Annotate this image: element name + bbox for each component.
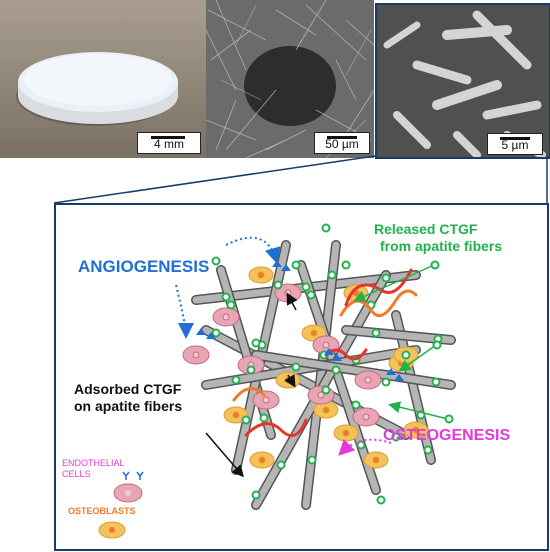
scale-label: 4 mm (154, 137, 184, 151)
receptor-icon (122, 471, 130, 480)
photo-apatite-disc: 4 mm (0, 0, 206, 158)
adsorbed-arrows (205, 292, 298, 478)
growth-factor-triangles (196, 260, 404, 381)
scale-bar-4mm: 4 mm (137, 132, 201, 154)
diagram-artwork (98, 223, 456, 539)
scale-bar-5um: 5 µm (487, 133, 543, 155)
scale-bar-50um: 50 µm (314, 132, 370, 154)
scale-label: 5 µm (501, 138, 529, 152)
angiogenesis-arrows (175, 236, 281, 339)
label-released-ctgf-line1: Released CTGF (374, 221, 478, 237)
scale-label: 50 µm (325, 137, 359, 151)
ctgf-release-diagram: ANGIOGENESIS OSTEOGENESIS Released CTGF … (54, 203, 549, 551)
label-released-ctgf-line2: from apatite fibers (380, 238, 503, 254)
label-adsorbed-ctgf-line2: on apatite fibers (74, 398, 183, 414)
sem-image-high-mag: 5 µm (375, 3, 550, 159)
legend-endothelial-line1: ENDOTHELIAL (62, 458, 125, 468)
legend-endothelial-line2: CELLS (62, 469, 91, 479)
legend-osteoblasts: OSTEOBLASTS (68, 506, 136, 516)
label-osteogenesis: OSTEOGENESIS (383, 427, 511, 444)
sem-image-low-mag: 50 µm (206, 0, 374, 158)
sem-rod-texture (377, 5, 549, 157)
label-angiogenesis: ANGIOGENESIS (78, 257, 210, 276)
ctgf-molecules (211, 223, 443, 505)
disc-illustration (16, 52, 178, 126)
released-arrows (353, 264, 449, 420)
sem-fiber-texture (206, 0, 374, 158)
label-adsorbed-ctgf-line1: Adsorbed CTGF (74, 381, 182, 397)
endothelial-cells (182, 283, 382, 427)
